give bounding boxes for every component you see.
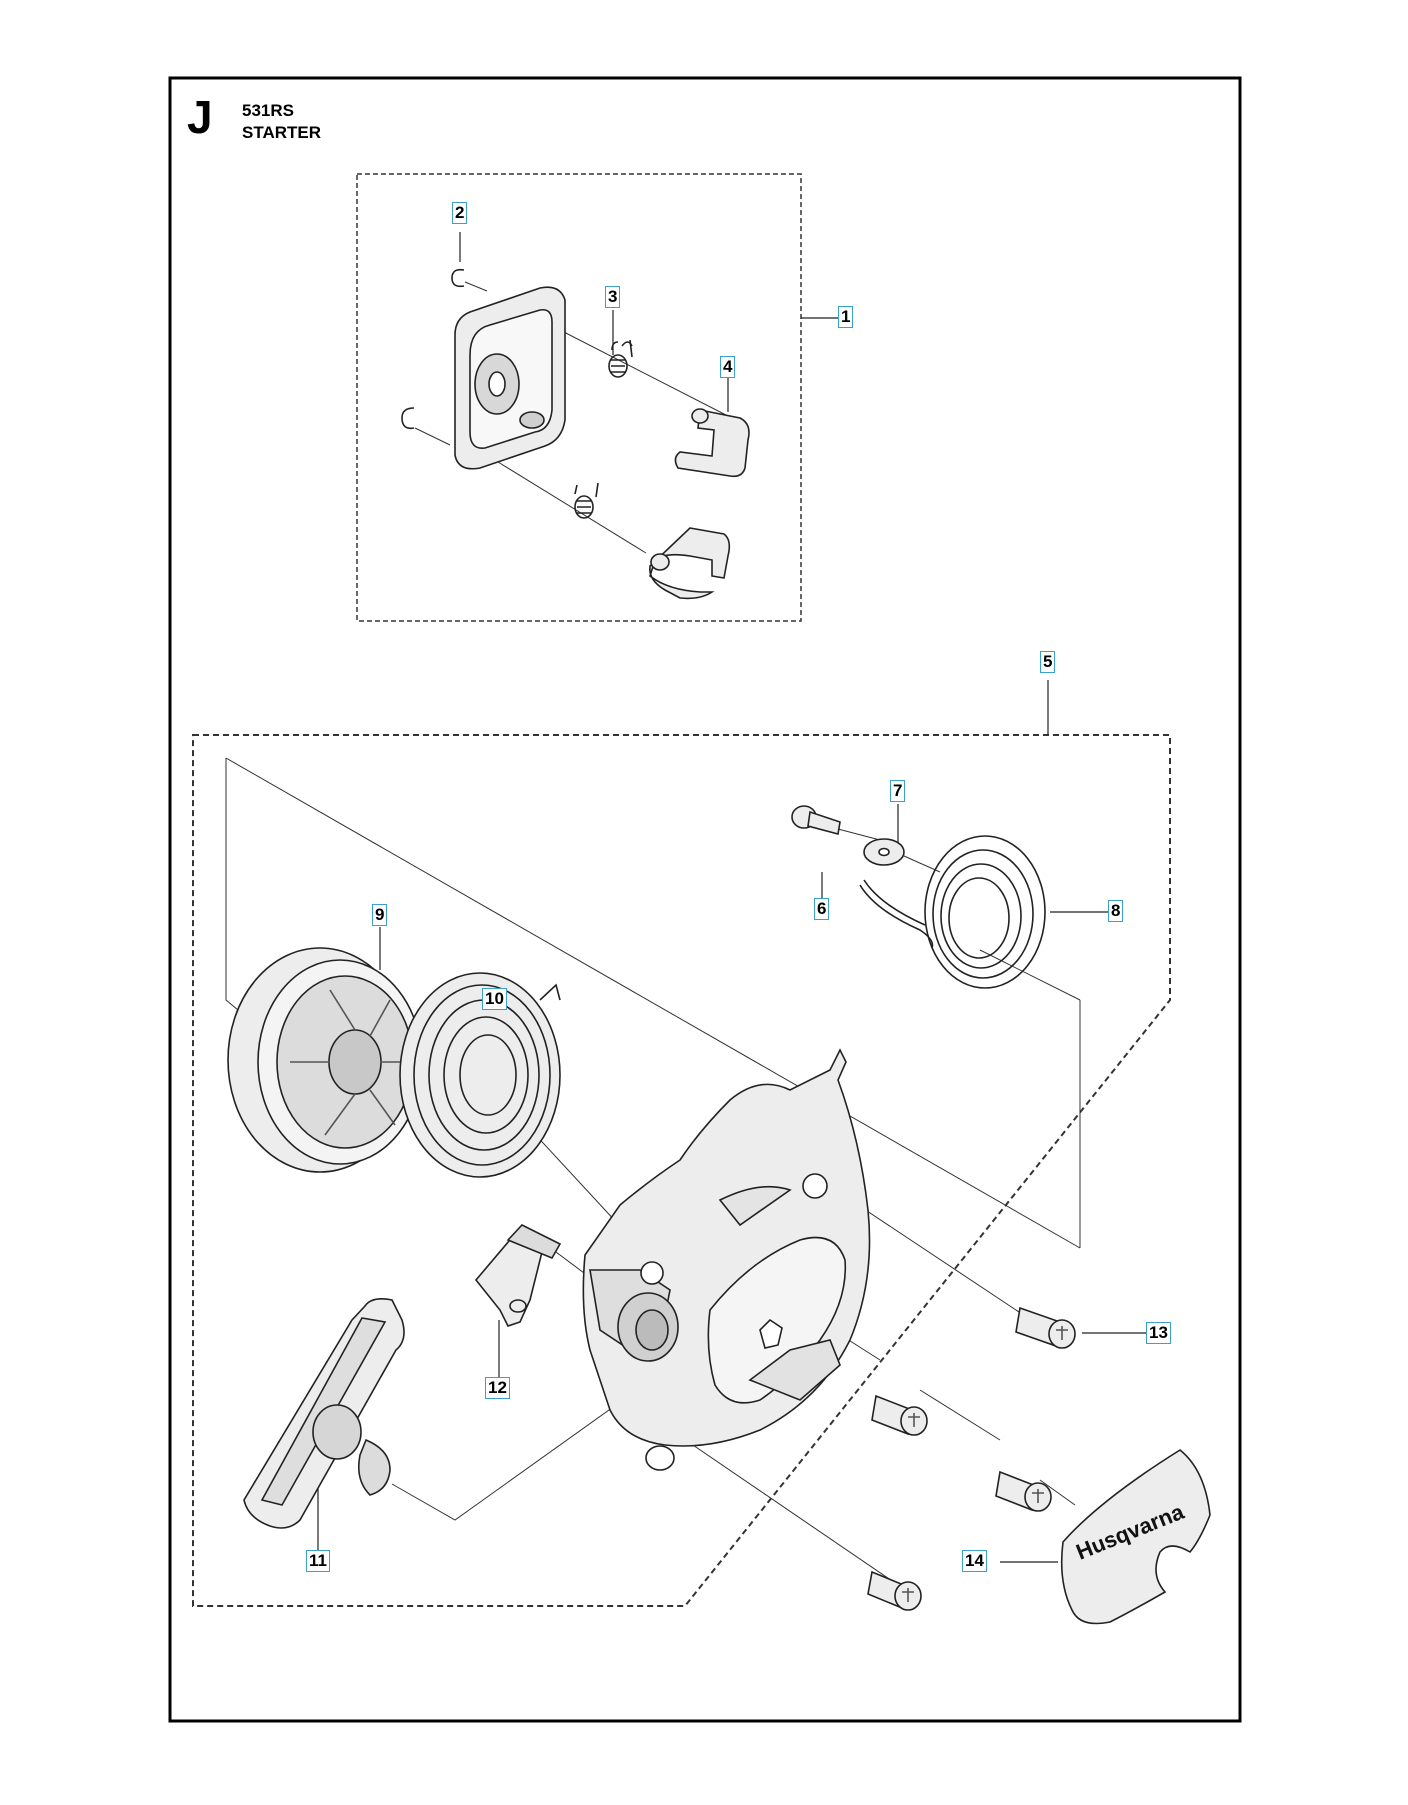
assembly-box-1	[356, 173, 802, 622]
callout-7: 7	[890, 780, 906, 802]
coil-spring	[859, 835, 1046, 989]
e-clip-upper	[451, 268, 465, 288]
decal: Husqvarna	[1060, 1449, 1211, 1625]
e-clip-lower	[401, 407, 415, 430]
callout-11: 11	[306, 1550, 330, 1572]
washer	[863, 838, 905, 866]
sheet-frame	[168, 76, 1242, 1723]
spring-lower	[574, 482, 599, 519]
callout-12: 12	[485, 1377, 510, 1399]
callout-13: 13	[1146, 1322, 1171, 1344]
ratchet-pawl	[474, 1224, 562, 1327]
sheet-letter: J	[187, 91, 213, 143]
screw-13	[1015, 1306, 1076, 1349]
pawl-housing	[454, 286, 566, 470]
screw-right	[995, 1470, 1052, 1512]
starter-handle	[243, 1298, 405, 1529]
pawl-lower	[648, 527, 731, 600]
pawl-upper	[674, 408, 750, 478]
callout-4: 4	[720, 356, 736, 378]
callout-10: 10	[482, 988, 507, 1010]
callout-9: 9	[372, 904, 388, 926]
sheet-model: 531RS	[242, 101, 294, 120]
recoil-spring	[399, 972, 561, 1178]
callout-3: 3	[605, 286, 621, 308]
starter-housing	[582, 1048, 871, 1471]
callout-6: 6	[814, 898, 830, 920]
callout-5: 5	[1040, 651, 1056, 673]
pivot-screw	[791, 805, 841, 835]
sheet-title: STARTER	[242, 123, 322, 142]
spring-upper	[608, 339, 633, 378]
callout-14: 14	[962, 1550, 987, 1572]
callout-8: 8	[1108, 900, 1124, 922]
callout-1: 1	[838, 306, 854, 328]
screw-bottom	[867, 1570, 922, 1611]
callout-2: 2	[452, 202, 468, 224]
pulley	[227, 947, 423, 1173]
screw-mid	[871, 1394, 928, 1436]
assembly-box-5	[192, 734, 1171, 1607]
